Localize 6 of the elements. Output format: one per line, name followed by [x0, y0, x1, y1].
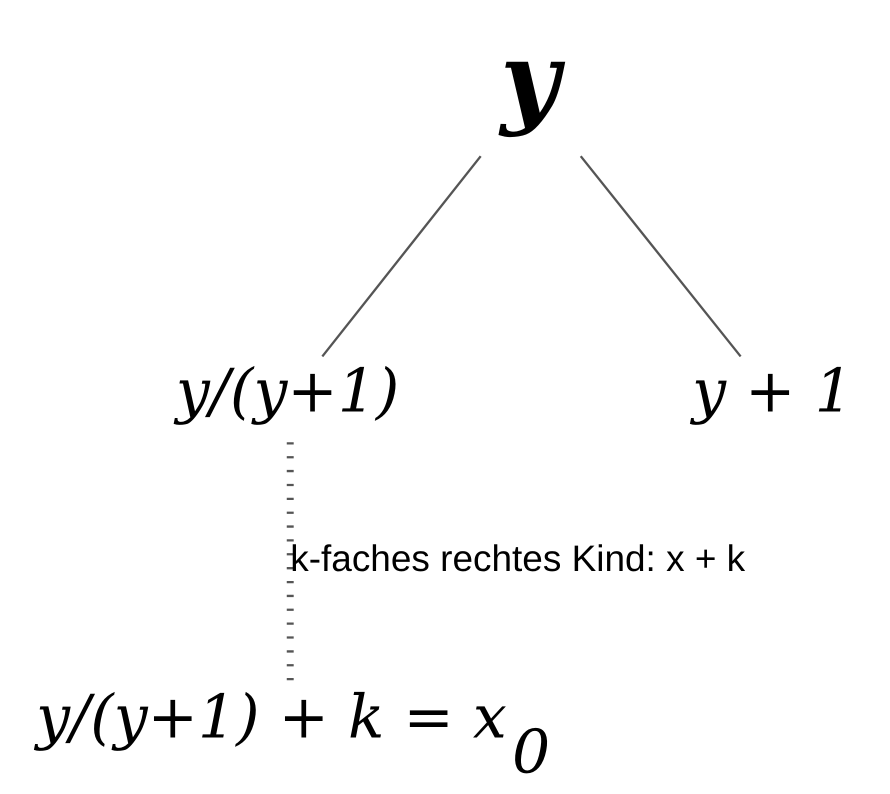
connector	[286, 442, 294, 682]
connector	[580, 155, 742, 358]
connector	[321, 155, 482, 358]
edge-label: k-faches rechtes Kind: x + k	[290, 538, 746, 579]
node-text: y + 1	[692, 356, 853, 427]
node-text: y/(y+1)	[176, 356, 400, 427]
